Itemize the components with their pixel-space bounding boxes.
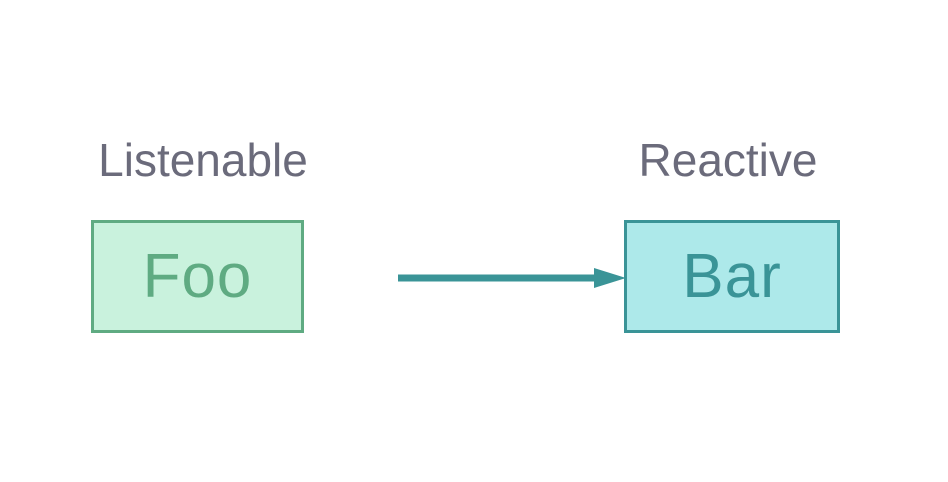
target-node-box: Bar — [624, 220, 840, 333]
arrow-head-icon — [594, 268, 626, 288]
source-node-text: Foo — [142, 242, 253, 311]
source-node-label: Listenable — [98, 134, 308, 186]
target-node-label: Reactive — [638, 134, 818, 186]
target-node-text: Bar — [682, 242, 782, 311]
source-node-box: Foo — [91, 220, 304, 333]
